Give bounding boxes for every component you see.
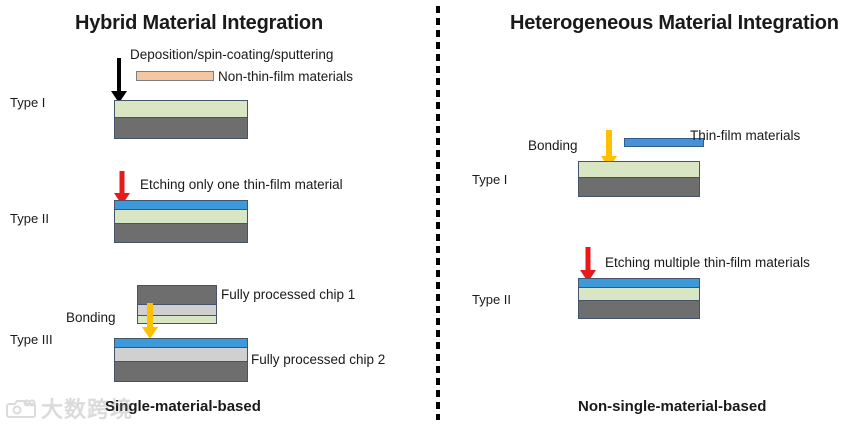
- layer-gray-substrate: [115, 223, 247, 242]
- etching-one-process-label: Etching only one thin-film material: [140, 177, 343, 192]
- left-panel-title: Hybrid Material Integration: [75, 12, 323, 34]
- bonding-label-left: Bonding: [66, 310, 116, 325]
- layer-green: [115, 209, 247, 223]
- deposition-process-label: Deposition/spin-coating/sputtering: [130, 47, 334, 62]
- layer-green: [579, 162, 699, 177]
- layer-gray-substrate: [579, 300, 699, 318]
- layer-gray-substrate: [579, 177, 699, 196]
- layer-gray-top: [138, 286, 216, 304]
- camera-logo-icon: [6, 399, 36, 418]
- right-type-ii-stack: [578, 278, 700, 319]
- layer-green: [138, 315, 216, 323]
- layer-light-gray: [138, 304, 216, 315]
- layer-gray-substrate: [115, 361, 247, 381]
- deposition-arrow: [110, 58, 128, 103]
- layer-green: [115, 101, 247, 117]
- right-panel-title: Heterogeneous Material Integration: [510, 12, 839, 34]
- left-type-i-stack: [114, 100, 248, 139]
- right-type-i-stack: [578, 161, 700, 197]
- fully-processed-chip-1-stack: [137, 285, 217, 324]
- fully-processed-chip-2-label: Fully processed chip 2: [251, 352, 386, 367]
- layer-blue: [115, 201, 247, 209]
- layer-gray-substrate: [115, 117, 247, 138]
- thin-film-material-label: Thin-film materials: [690, 128, 801, 143]
- fully-processed-chip-1-label: Fully processed chip 1: [221, 287, 356, 302]
- etching-arrow-right: [579, 247, 597, 282]
- layer-blue: [115, 339, 247, 347]
- fully-processed-chip-2-stack: [114, 338, 248, 382]
- right-panel-caption: Non-single-material-based: [578, 398, 767, 415]
- right-type-ii-label: Type II: [472, 292, 512, 307]
- bonding-arrow-left: [141, 303, 159, 339]
- layer-green: [579, 287, 699, 300]
- non-thin-film-material-bar: [136, 71, 214, 81]
- left-type-i-label: Type I: [10, 95, 46, 110]
- bonding-label-right: Bonding: [528, 138, 578, 153]
- right-type-i-label: Type I: [472, 172, 508, 187]
- non-thin-film-material-label: Non-thin-film materials: [218, 69, 354, 84]
- left-type-iii-label: Type III: [10, 332, 53, 347]
- layer-blue: [579, 279, 699, 287]
- left-type-ii-stack: [114, 200, 248, 243]
- left-panel-caption: Single-material-based: [105, 398, 261, 415]
- panel-divider: [436, 6, 440, 420]
- left-type-ii-label: Type II: [10, 211, 50, 226]
- thin-film-material-bar: [624, 138, 704, 147]
- layer-light-gray: [115, 347, 247, 361]
- etching-multiple-process-label: Etching multiple thin-film materials: [605, 255, 810, 270]
